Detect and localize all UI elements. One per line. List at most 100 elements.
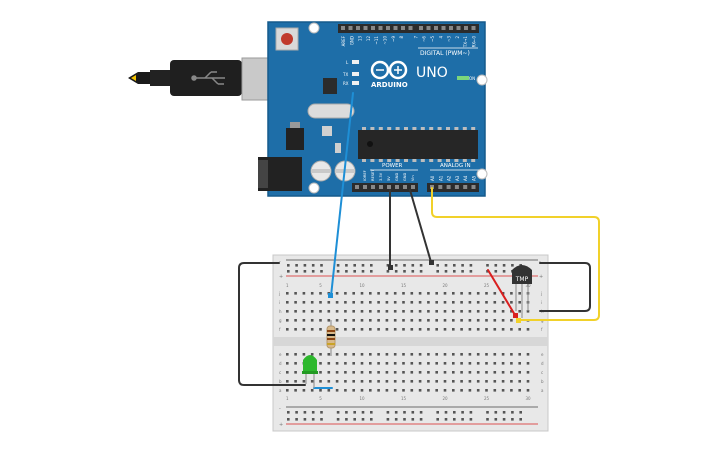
rail-hole[interactable] [295,411,298,414]
grid-hole[interactable] [302,389,306,392]
grid-hole[interactable] [385,353,389,356]
grid-hole[interactable] [360,389,364,392]
grid-hole[interactable] [369,389,372,392]
rail-hole[interactable] [502,418,506,421]
grid-hole[interactable] [335,301,339,304]
rail-hole[interactable] [444,270,448,273]
rail-hole[interactable] [303,270,307,273]
grid-hole[interactable] [352,328,355,331]
rail-hole[interactable] [353,270,356,273]
rail-hole[interactable] [511,418,514,421]
usb-cable[interactable] [128,57,279,101]
rail-hole[interactable] [311,264,315,267]
grid-hole[interactable] [427,362,430,365]
rail-hole[interactable] [469,270,473,273]
header-pin[interactable] [341,26,345,30]
rail-hole[interactable] [303,411,307,414]
grid-hole[interactable] [510,380,513,383]
grid-hole[interactable] [410,310,414,313]
grid-hole[interactable] [501,353,505,356]
grid-hole[interactable] [402,362,405,365]
grid-hole[interactable] [369,362,372,365]
grid-hole[interactable] [510,328,513,331]
grid-hole[interactable] [319,328,322,331]
rail-hole[interactable] [311,418,315,421]
grid-hole[interactable] [410,328,414,331]
grid-hole[interactable] [369,310,372,313]
grid-hole[interactable] [410,353,414,356]
grid-hole[interactable] [418,310,422,313]
grid-hole[interactable] [443,310,447,313]
rail-hole[interactable] [336,270,340,273]
grid-hole[interactable] [360,353,364,356]
grid-hole[interactable] [352,389,355,392]
power-pin[interactable] [379,185,383,189]
grid-hole[interactable] [352,371,355,374]
grid-hole[interactable] [452,380,455,383]
grid-hole[interactable] [468,301,472,304]
rail-hole[interactable] [311,270,315,273]
rail-hole[interactable] [361,411,365,414]
grid-hole[interactable] [344,380,347,383]
rail-hole[interactable] [469,418,473,421]
grid-hole[interactable] [319,380,322,383]
grid-hole[interactable] [360,362,364,365]
blue-wire-pin13[interactable] [330,92,354,297]
grid-hole[interactable] [427,301,430,304]
grid-hole[interactable] [418,353,422,356]
rail-hole[interactable] [295,270,298,273]
header-pin[interactable] [441,26,446,30]
rail-hole[interactable] [320,411,323,414]
grid-hole[interactable] [418,362,422,365]
grid-hole[interactable] [385,362,389,365]
grid-hole[interactable] [294,353,297,356]
grid-hole[interactable] [294,319,297,322]
grid-hole[interactable] [435,328,438,331]
grid-hole[interactable] [427,292,430,295]
grid-hole[interactable] [294,389,297,392]
rail-hole[interactable] [370,411,373,414]
grid-hole[interactable] [352,353,355,356]
grid-hole[interactable] [518,310,521,313]
rail-hole[interactable] [444,411,448,414]
grid-hole[interactable] [302,319,306,322]
grid-hole[interactable] [435,371,438,374]
grid-hole[interactable] [327,319,331,322]
grid-hole[interactable] [319,371,322,374]
grid-hole[interactable] [485,319,488,322]
power-pin[interactable] [371,185,375,189]
grid-hole[interactable] [493,362,497,365]
temperature-sensor[interactable]: TMP [512,265,532,318]
rail-hole[interactable] [353,264,356,267]
grid-hole[interactable] [468,389,472,392]
grid-hole[interactable] [452,353,455,356]
grid-hole[interactable] [510,301,513,304]
grid-hole[interactable] [485,353,488,356]
grid-hole[interactable] [393,328,397,331]
grid-hole[interactable] [460,371,463,374]
grid-hole[interactable] [310,380,314,383]
grid-hole[interactable] [377,301,380,304]
rail-hole[interactable] [394,270,398,273]
rail-hole[interactable] [394,418,398,421]
grid-hole[interactable] [377,319,380,322]
header-pin[interactable] [378,26,383,30]
rail-hole[interactable] [436,264,439,267]
power-pin[interactable] [355,185,359,189]
grid-hole[interactable] [393,371,397,374]
grid-hole[interactable] [518,328,521,331]
grid-hole[interactable] [410,362,414,365]
rail-hole[interactable] [386,418,390,421]
grid-hole[interactable] [327,389,331,392]
grid-hole[interactable] [476,362,480,365]
grid-hole[interactable] [452,319,455,322]
rail-hole[interactable] [486,411,489,414]
grid-hole[interactable] [510,371,513,374]
header-pin[interactable] [363,26,368,30]
grid-hole[interactable] [335,389,339,392]
grid-hole[interactable] [402,371,405,374]
grid-hole[interactable] [402,301,405,304]
header-pin[interactable] [456,26,461,30]
grid-hole[interactable] [402,353,405,356]
grid-hole[interactable] [352,310,355,313]
